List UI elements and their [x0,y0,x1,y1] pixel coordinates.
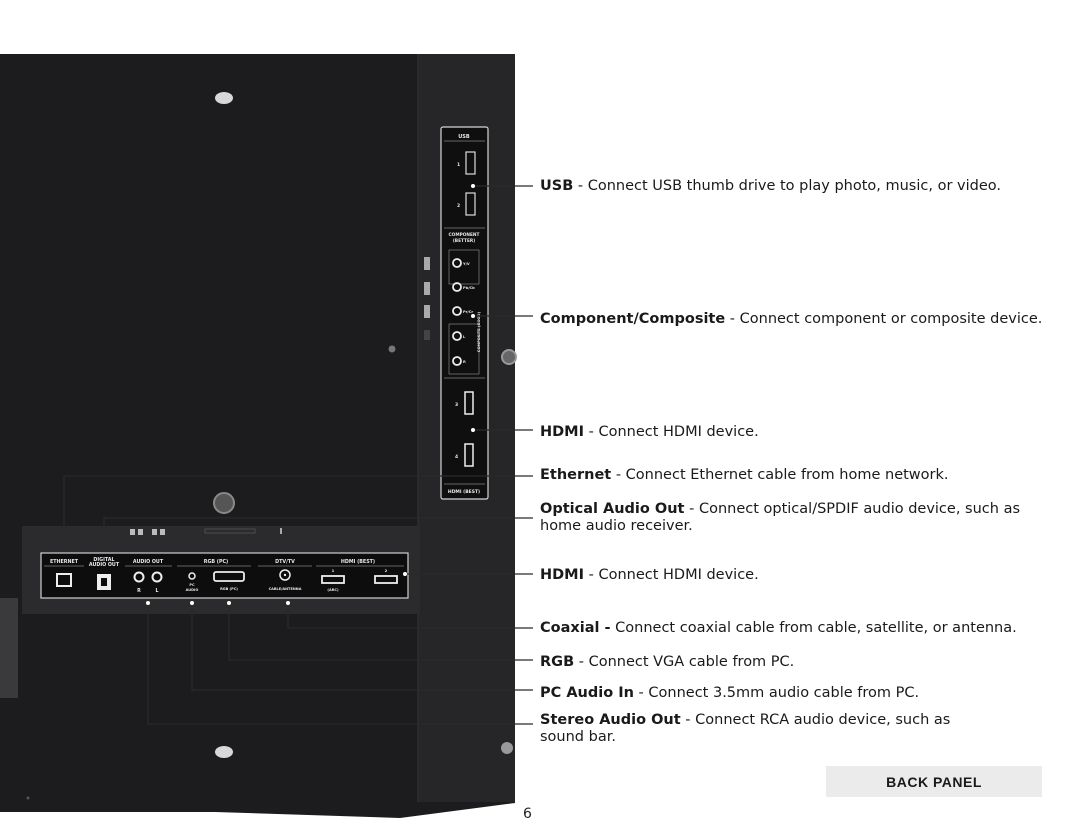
back-panel-label: BACK PANEL [826,766,1042,797]
usb-port-2 [465,192,476,216]
hdmi2-number: 2 [385,568,388,573]
component-label: COMPONENT [449,232,480,238]
audio-r-label: R [137,588,141,594]
hdmi1-number: 1 [332,568,335,573]
hdmi-port-2 [374,575,398,584]
hdmi-port-number: 3 [455,402,458,408]
callout-usb: USB - Connect USB thumb drive to play ph… [540,178,1001,194]
ethernet-port [56,573,72,587]
callout-component: Component/Composite - Connect component … [540,311,1043,327]
side-input-panel [440,126,489,500]
jack-label: L [463,335,466,339]
leader-lines [63,185,533,725]
usb-port-number: 1 [457,162,460,168]
leader-rgb [228,603,533,661]
leader-dots [146,184,475,605]
pc-audio-label: AUDIO [186,588,199,592]
usb-port-1 [465,151,476,175]
component-better-label: (BETTER) [453,238,475,244]
left-vent [0,598,18,698]
audio-out-label: AUDIO OUT [133,559,164,565]
coax-port [279,569,291,581]
usb-port-number: 2 [457,203,460,209]
leader-pc-audio [191,603,533,691]
rgb-pc-label: RGB (PC) [204,559,228,565]
dtv-tv-label: DTV/TV [275,559,295,565]
side-hdmi-best-label: HDMI (BEST) [448,489,480,495]
rca-jack [452,282,462,292]
hdmi-port-1 [321,575,345,584]
jack-label: Y/V [462,262,470,266]
cable-antenna-label: CABLE/ANTENNA [269,587,302,591]
hdmi-port-3 [464,391,474,415]
jack-label: Pb/Cb [463,286,475,290]
callout-coaxial: Coaxial - Connect coaxial cable from cab… [540,620,1017,636]
callout-stereo: Stereo Audio Out - Connect RCA audio dev… [540,712,951,745]
jack-label: Pr/Cr [463,310,473,314]
rca-jack [452,331,462,341]
leader-optical [103,517,533,551]
callout-pc-audio: PC Audio In - Connect 3.5mm audio cable … [540,685,920,701]
mount-screw [213,492,235,514]
callout-hdmi-side: HDMI - Connect HDMI device. [540,424,759,440]
callout-rgb: RGB - Connect VGA cable from PC. [540,654,795,670]
tv-body [0,54,515,818]
callout-hdmi-rear: HDMI - Connect HDMI device. [540,567,759,583]
rca-jack [452,356,462,366]
page-number: 6 [523,806,532,822]
rear-hdmi-best-label: HDMI (BEST) [341,559,375,565]
leader-stereo [147,603,533,725]
jack-label: R [463,360,466,364]
composite-vertical-label: COMPOSITE (GOOD) [477,311,481,352]
audio-l-jack [151,571,163,583]
leader-ethernet [63,475,533,551]
screw-hole [215,746,233,758]
screw-hole [215,92,233,104]
arc-label: (ARC) [327,588,339,592]
side-knob [501,349,517,365]
digital-label: DIGITAL [93,557,114,563]
leader-coaxial [287,603,533,629]
vga-port [213,571,245,582]
rgb-port-label: RGB (PC) [220,587,238,591]
digital-audio-out-label: AUDIO OUT [89,562,120,568]
rca-jack [452,258,462,268]
hdmi-port-4 [464,443,474,467]
ethernet-label: ETHERNET [50,559,79,565]
callout-ethernet: Ethernet - Connect Ethernet cable from h… [540,467,949,483]
pc-audio-jack [188,572,196,580]
hdmi-port-number: 4 [455,454,458,460]
callout-optical: Optical Audio Out - Connect optical/SPDI… [540,501,1021,534]
side-usb-label: USB [458,134,470,140]
audio-r-jack [133,571,145,583]
pc-label: PC [189,583,195,587]
rca-jack [452,306,462,316]
audio-l-label: L [155,588,158,594]
